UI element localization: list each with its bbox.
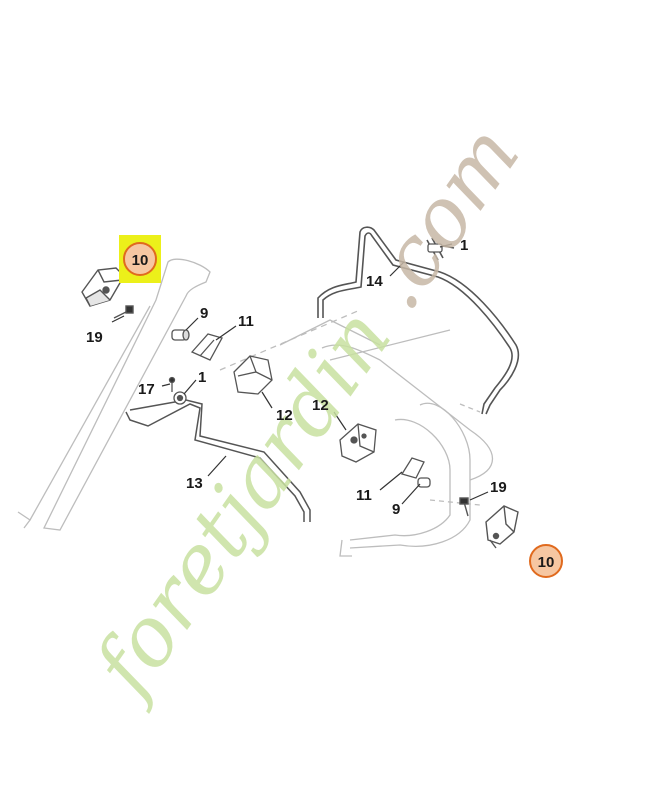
part-17-screw	[168, 376, 176, 392]
part-1-left-nut	[173, 391, 187, 405]
label-12-left: 12	[276, 407, 293, 424]
callout-circle	[123, 242, 157, 276]
part-12-left-holder	[233, 355, 273, 395]
label-17: 17	[138, 381, 155, 398]
callout-10-left: 10	[119, 235, 161, 283]
part-19-left-screw	[113, 305, 134, 319]
part-11-right-cover	[400, 457, 425, 479]
watermark-suffix: .com	[346, 109, 538, 327]
label-9-left: 9	[200, 305, 208, 322]
label-19-right: 19	[490, 479, 507, 496]
label-11-left: 11	[238, 313, 254, 330]
watermark: foretjardin .com	[73, 109, 538, 717]
part-19-right-screw	[459, 497, 469, 517]
label-13: 13	[186, 475, 203, 492]
label-1-right: 1	[460, 237, 468, 254]
callout-10-right: 10	[529, 544, 563, 578]
part-9-right-nut	[417, 477, 431, 488]
label-10-left: 10	[132, 252, 149, 269]
part-13-rod	[125, 399, 311, 522]
label-12-right: 12	[312, 397, 329, 414]
part-11-left-cover	[190, 333, 223, 361]
handle-frame-outline	[17, 258, 494, 557]
label-14: 14	[366, 273, 383, 290]
part-9-left-nut	[171, 329, 190, 341]
part-10-left-clamp	[81, 267, 125, 307]
label-10-right: 10	[538, 554, 555, 571]
part-10-right-clamp	[485, 505, 519, 549]
label-19-left: 19	[86, 329, 103, 346]
label-1-left: 1	[198, 369, 206, 386]
part-1-right-pin	[427, 243, 443, 253]
leader-lines	[111, 243, 489, 505]
watermark-text: foretjardin	[73, 292, 410, 716]
label-11-right: 11	[356, 487, 372, 504]
label-9-right: 9	[392, 501, 400, 518]
part-12-right-holder	[339, 423, 377, 463]
callout-circle	[529, 544, 563, 578]
